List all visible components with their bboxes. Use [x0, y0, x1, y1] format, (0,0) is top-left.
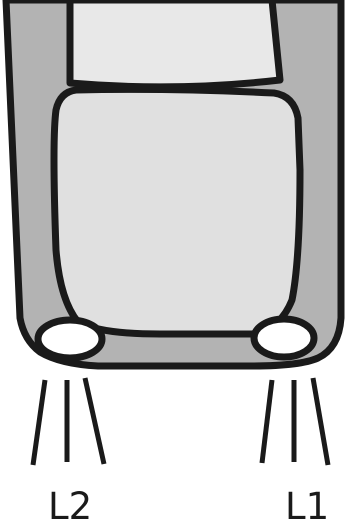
beam-left-1 — [30, 379, 48, 466]
headlight-right — [250, 315, 318, 361]
beam-right-3 — [310, 377, 331, 466]
light-beams-right — [259, 377, 331, 466]
windshield — [66, 0, 284, 91]
beam-right-1 — [259, 379, 275, 464]
roof-panel — [50, 85, 304, 338]
light-label-l1: L1 — [285, 485, 330, 528]
light-beams-left — [30, 377, 107, 466]
headlight-left — [34, 316, 106, 362]
beam-left-3 — [82, 377, 107, 465]
light-label-l2: L2 — [48, 485, 93, 528]
